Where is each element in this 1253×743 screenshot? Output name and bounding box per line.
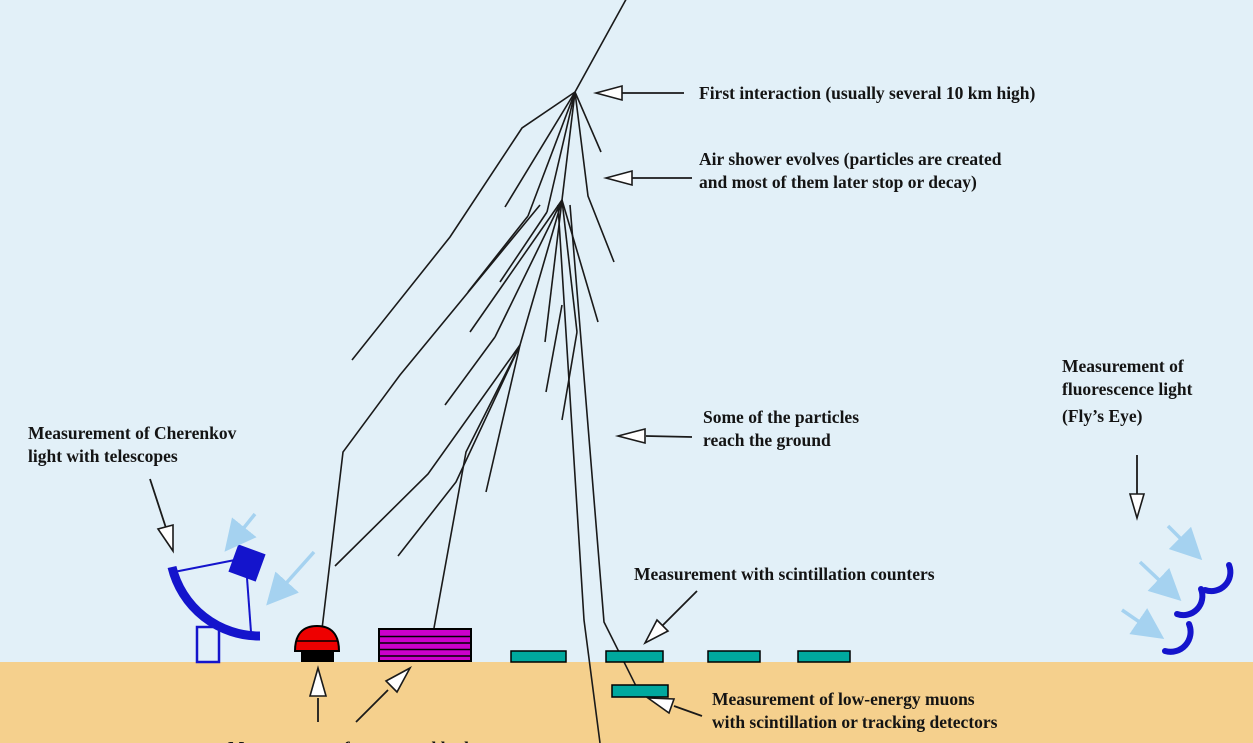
arrow-layered-detector <box>355 666 412 723</box>
label-air-shower-line-1: Air shower evolves (particles are create… <box>699 149 1002 169</box>
buried-muon-detector <box>611 684 669 698</box>
arrow-first-interaction <box>592 84 684 102</box>
label-muons-line-1: Measurement of low-energy muons <box>712 689 975 709</box>
telescope-dish <box>167 565 261 641</box>
arrow-air-shower <box>602 169 692 187</box>
annotation-arrows <box>149 84 1146 723</box>
arrow-cherenkov <box>149 478 174 554</box>
ground <box>0 662 1253 743</box>
label-cherenkov-line-2: light with telescopes <box>28 446 178 466</box>
air-shower-tracks <box>321 0 638 743</box>
label-fluorescence-line-3: (Fly’s Eye) <box>1062 406 1143 426</box>
arrow-flys-eye <box>1128 455 1146 521</box>
label-some-particles-line-1: Some of the particles <box>703 407 860 427</box>
arrow-muons <box>645 697 703 717</box>
flys-eye-mirrors <box>1162 562 1234 655</box>
telescope-stand <box>195 625 221 664</box>
label-some-particles-line-2: reach the ground <box>703 430 831 450</box>
arrow-scintillation <box>643 590 698 645</box>
cherenkov-light-arrows <box>224 512 316 606</box>
label-scintillation: Measurement with scintillation counters <box>634 564 935 584</box>
telescope-camera-box <box>228 544 266 582</box>
label-muons-line-2: with scintillation or tracking detectors <box>712 712 998 732</box>
label-fluorescence-line-2: fluorescence light <box>1062 379 1193 399</box>
label-air-shower-line-2: and most of them later stop or decay) <box>699 172 977 192</box>
label-cherenkov-line-1: Measurement of Cherenkov <box>28 423 237 443</box>
fluorescence-light-arrows <box>1121 524 1203 639</box>
arrow-dome-detector <box>308 665 328 722</box>
layered-calorimeter-detector <box>378 628 472 662</box>
cherenkov-telescope <box>167 544 266 664</box>
label-fluorescence-line-1: Measurement of <box>1062 356 1184 376</box>
scintillation-counters <box>510 650 851 663</box>
label-bottom-partial: Measurement of muons and hadrons <box>228 737 502 743</box>
arrow-some-particles <box>614 427 693 445</box>
dome-detector <box>293 624 341 662</box>
label-first-interaction: First interaction (usually several 10 km… <box>699 83 1036 103</box>
